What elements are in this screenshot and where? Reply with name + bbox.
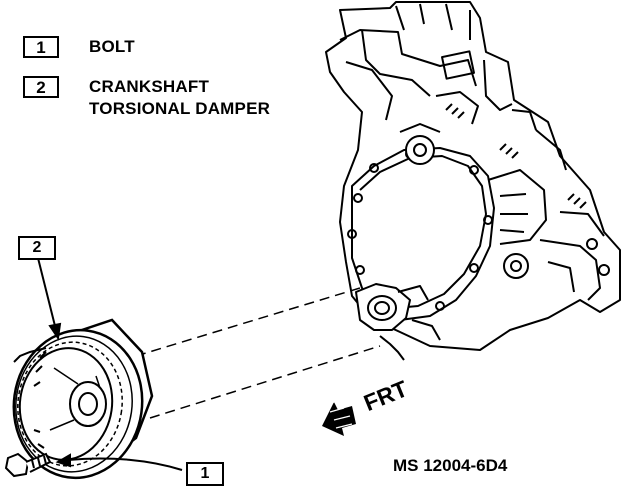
callout-damper: 2 [18,236,56,260]
crankshaft-damper [12,318,154,480]
front-arrow [322,399,356,436]
bolt-part [4,452,52,478]
legend-item-bolt: 1 BOLT [23,36,135,58]
legend-label: CRANKSHAFT TORSIONAL DAMPER [89,77,271,118]
alignment-lines [135,287,381,419]
legend-number-box: 1 [23,36,59,58]
legend-number-box: 2 [23,76,59,98]
legend-item-damper: 2 CRANKSHAFT TORSIONAL DAMPER [23,76,270,120]
callout-bolt: 1 [186,462,224,486]
engine-block [325,1,621,361]
drawing-code: MS 12004-6D4 [393,456,508,475]
legend-label: BOLT [89,37,135,56]
leader-lines [37,257,183,471]
